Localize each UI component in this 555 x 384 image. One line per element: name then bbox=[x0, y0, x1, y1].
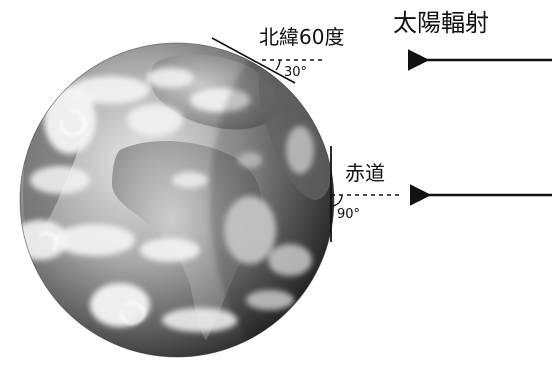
angle-30-label: 30° bbox=[284, 65, 307, 80]
equator-label: 赤道 bbox=[345, 161, 385, 185]
angle-90-label: 90° bbox=[337, 207, 360, 222]
solar-radiation-arrows bbox=[407, 49, 552, 206]
equator-marker bbox=[330, 146, 402, 242]
north-lat-60-label: 北緯60度 bbox=[259, 25, 344, 49]
storm-swirls bbox=[39, 108, 146, 325]
north-lat-60-marker bbox=[211, 37, 322, 84]
earth-globe bbox=[19, 42, 335, 358]
tangent-line-60n bbox=[211, 37, 296, 84]
angle-arc-60n bbox=[275, 59, 281, 71]
angle-arc-equator bbox=[330, 194, 343, 207]
solar-radiation-label: 太陽輻射 bbox=[393, 9, 489, 37]
